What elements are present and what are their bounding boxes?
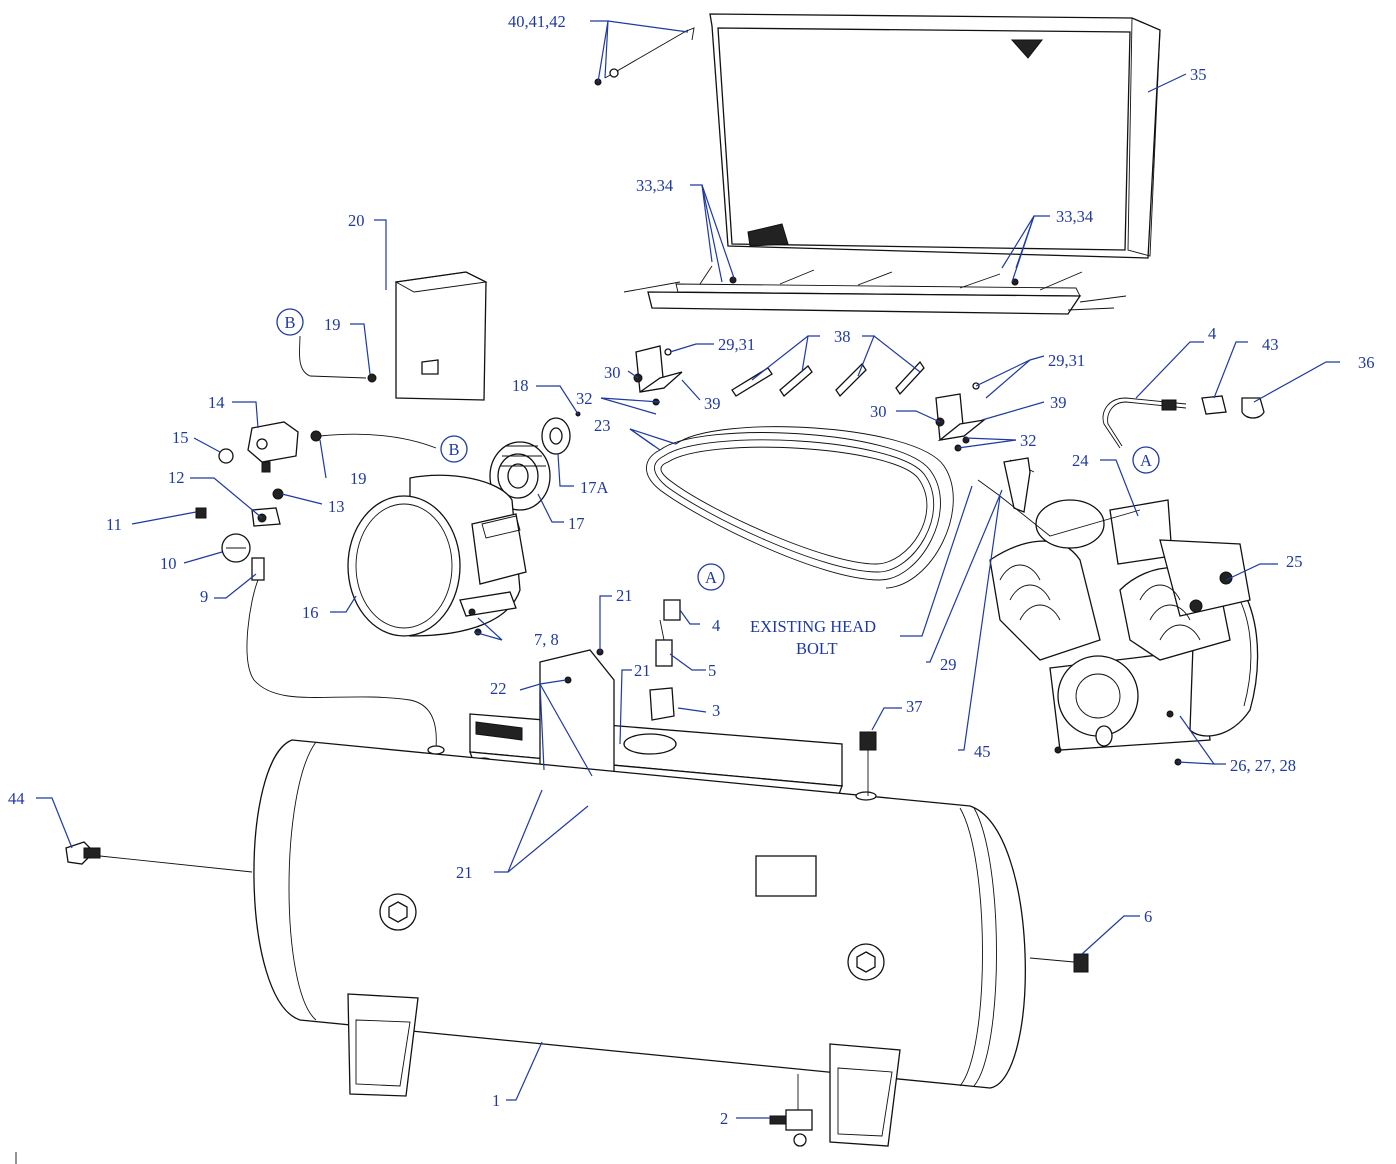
label-32-right: 32 xyxy=(1020,431,1037,450)
belt-guard xyxy=(623,13,1161,315)
safety-valve xyxy=(65,841,101,865)
label-17a: 17A xyxy=(580,478,609,497)
label-7-8: 7, 8 xyxy=(534,630,559,649)
label-45: 45 xyxy=(974,742,991,761)
label-21-top: 21 xyxy=(616,586,633,605)
part-labels: 40,41,42 35 33,34 33,34 20 19 29,31 38 4… xyxy=(8,12,1375,1128)
label-39-left: 39 xyxy=(704,394,721,413)
svg-text:A: A xyxy=(705,568,717,587)
label-5: 5 xyxy=(708,661,716,680)
label-6: 6 xyxy=(1144,907,1152,926)
label-19-bottom: 19 xyxy=(350,469,367,488)
air-tank xyxy=(99,731,1089,1147)
existing-head-bolt-line1: EXISTING HEAD xyxy=(750,617,876,636)
connector-b-right: B xyxy=(440,435,468,463)
label-9: 9 xyxy=(200,587,208,606)
label-33-34-left: 33,34 xyxy=(636,176,673,195)
label-20: 20 xyxy=(348,211,365,230)
label-25: 25 xyxy=(1286,552,1303,571)
svg-text:B: B xyxy=(448,440,459,459)
label-15: 15 xyxy=(172,428,189,447)
label-29-31-right: 29,31 xyxy=(1048,351,1085,370)
label-17: 17 xyxy=(568,514,585,533)
discharge-tube xyxy=(1102,395,1265,449)
label-16: 16 xyxy=(302,603,319,622)
bracket-left xyxy=(633,345,683,406)
svg-text:B: B xyxy=(284,313,295,332)
label-13: 13 xyxy=(328,497,345,516)
label-29-31-left: 29,31 xyxy=(718,335,755,354)
label-23: 23 xyxy=(594,416,611,435)
label-26-27-28: 26, 27, 28 xyxy=(1230,756,1296,775)
v-belts xyxy=(646,426,954,589)
bracket-right xyxy=(935,382,987,452)
label-22: 22 xyxy=(490,679,507,698)
label-18: 18 xyxy=(512,376,529,395)
label-21-bottom: 21 xyxy=(456,863,473,882)
label-19-top: 19 xyxy=(324,315,341,334)
label-44: 44 xyxy=(8,789,25,808)
label-10: 10 xyxy=(160,554,177,573)
label-38: 38 xyxy=(834,327,851,346)
label-30-left: 30 xyxy=(604,363,621,382)
connector-a-top: A xyxy=(697,563,725,591)
label-12: 12 xyxy=(168,468,185,487)
label-4-left: 4 xyxy=(712,616,720,635)
pulley-bushing xyxy=(541,411,581,455)
motor xyxy=(347,474,527,637)
label-32-left: 32 xyxy=(576,389,593,408)
drain-valve xyxy=(769,1074,813,1147)
label-35: 35 xyxy=(1190,65,1207,84)
belt-segments xyxy=(731,360,925,398)
label-37: 37 xyxy=(906,697,923,716)
magnetic-starter xyxy=(299,271,488,401)
label-4-right: 4 xyxy=(1208,324,1216,343)
label-33-34-right: 33,34 xyxy=(1056,207,1093,226)
check-valve-assembly xyxy=(649,599,681,721)
label-14: 14 xyxy=(208,393,225,412)
label-2: 2 xyxy=(720,1109,728,1128)
label-1: 1 xyxy=(492,1091,500,1110)
leader-lines xyxy=(36,20,1340,1119)
svg-text:A: A xyxy=(1140,451,1152,470)
existing-head-bolt-line2: BOLT xyxy=(796,639,838,658)
label-29: 29 xyxy=(940,655,957,674)
connector-a-right: A xyxy=(1132,446,1160,474)
label-36: 36 xyxy=(1358,353,1375,372)
label-39-right: 39 xyxy=(1050,393,1067,412)
label-30-right: 30 xyxy=(870,402,887,421)
label-43: 43 xyxy=(1262,335,1279,354)
label-40-41-42: 40,41,42 xyxy=(508,12,566,31)
label-11: 11 xyxy=(106,515,122,534)
label-3: 3 xyxy=(712,701,720,720)
label-24: 24 xyxy=(1072,451,1089,470)
connector-b-left: B xyxy=(276,308,304,336)
label-21-middle: 21 xyxy=(634,661,651,680)
compressor-pump xyxy=(977,457,1259,766)
pin-assembly xyxy=(594,27,695,86)
